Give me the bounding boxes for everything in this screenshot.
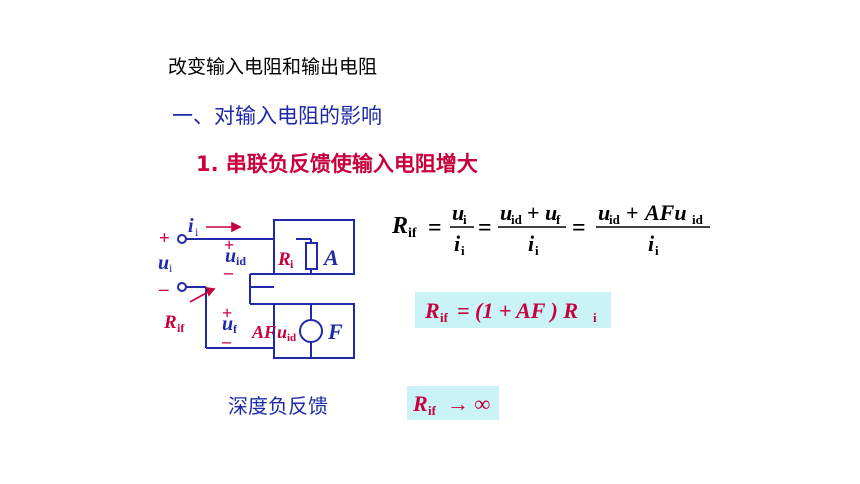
formula-rif-limit: R if → ∞: [412, 391, 491, 418]
formula-rif-result-box: R if = (1 + AF ) R i: [415, 292, 611, 328]
uf-label-sub: f: [233, 322, 238, 336]
uid-label-sub: id: [236, 254, 246, 268]
sub-heading: 1. 串联负反馈使输入电阻增大: [196, 152, 478, 176]
current-label: i: [188, 215, 194, 237]
uf-label: u: [222, 313, 233, 335]
svg-text:i: i: [593, 310, 597, 325]
svg-text:R: R: [424, 298, 440, 323]
ri-label-sub: i: [290, 257, 294, 271]
svg-text:= (1 + AF ) R: = (1 + AF ) R: [457, 298, 578, 323]
svg-text:=: =: [428, 215, 442, 241]
ri-resistor: [305, 242, 318, 270]
uf-minus: –: [221, 331, 232, 351]
svg-text:if: if: [408, 226, 417, 241]
svg-text:i: i: [463, 212, 467, 227]
uid-label: u: [225, 245, 236, 267]
section-heading: 一、对输入电阻的影响: [172, 104, 382, 128]
ri-label: R: [277, 249, 291, 270]
svg-text:+: +: [626, 200, 639, 225]
controlled-source: [299, 319, 323, 343]
svg-text:i: i: [655, 243, 659, 258]
deep-feedback-label: 深度负反馈: [228, 394, 328, 418]
svg-text:id: id: [609, 212, 621, 227]
rif-label-sub: if: [177, 321, 185, 335]
svg-text:if: if: [428, 403, 437, 418]
afuid-prefix: AF: [251, 322, 276, 342]
svg-text:i: i: [461, 243, 465, 258]
rif-arrow: [189, 291, 209, 303]
svg-text:+: +: [527, 200, 540, 225]
svg-text:i: i: [454, 231, 461, 256]
ui-label-sub: i: [169, 261, 173, 275]
svg-text:u: u: [500, 200, 512, 225]
svg-text:u: u: [452, 200, 464, 225]
svg-text:if: if: [440, 310, 449, 325]
svg-text:i: i: [535, 243, 539, 258]
afuid-sym: u: [277, 322, 287, 342]
plus-sign-top: +: [159, 228, 170, 249]
terminal-top: [177, 234, 187, 244]
uf-plus: +: [222, 303, 232, 323]
feedback-label: F: [327, 319, 343, 344]
ui-label: u: [158, 252, 169, 274]
feedback-box: [273, 303, 355, 359]
uid-plus: +: [224, 235, 234, 255]
svg-text:f: f: [556, 212, 561, 227]
svg-text:id: id: [692, 212, 704, 227]
uid-minus: –: [223, 262, 234, 282]
svg-text:AFu: AFu: [643, 200, 687, 225]
svg-text:=: =: [572, 215, 586, 241]
svg-text:=: =: [478, 215, 492, 241]
rif-label: R: [163, 312, 177, 333]
minus-sign-bottom: –: [158, 279, 169, 300]
amplifier-box: [273, 219, 355, 275]
formula-rif-limit-box: R if → ∞: [407, 386, 499, 420]
formula-rif-result: R if = (1 + AF ) R i: [424, 298, 597, 325]
svg-text:R: R: [391, 213, 408, 239]
terminal-bottom: [177, 282, 187, 292]
svg-text:id: id: [511, 212, 523, 227]
slide-title: 改变输入电阻和输出电阻: [168, 56, 378, 78]
formula-rif-expansion: R if = u i i i = u id + u f i i = u id +…: [391, 200, 710, 258]
svg-text:i: i: [648, 231, 655, 256]
svg-text:u: u: [598, 200, 610, 225]
svg-text:→ ∞: → ∞: [447, 391, 491, 416]
svg-text:u: u: [545, 200, 557, 225]
amplifier-label: A: [322, 245, 339, 270]
svg-text:R: R: [412, 391, 428, 416]
current-label-sub: i: [195, 225, 199, 239]
svg-text:i: i: [528, 231, 535, 256]
afuid-sub: id: [287, 332, 296, 344]
